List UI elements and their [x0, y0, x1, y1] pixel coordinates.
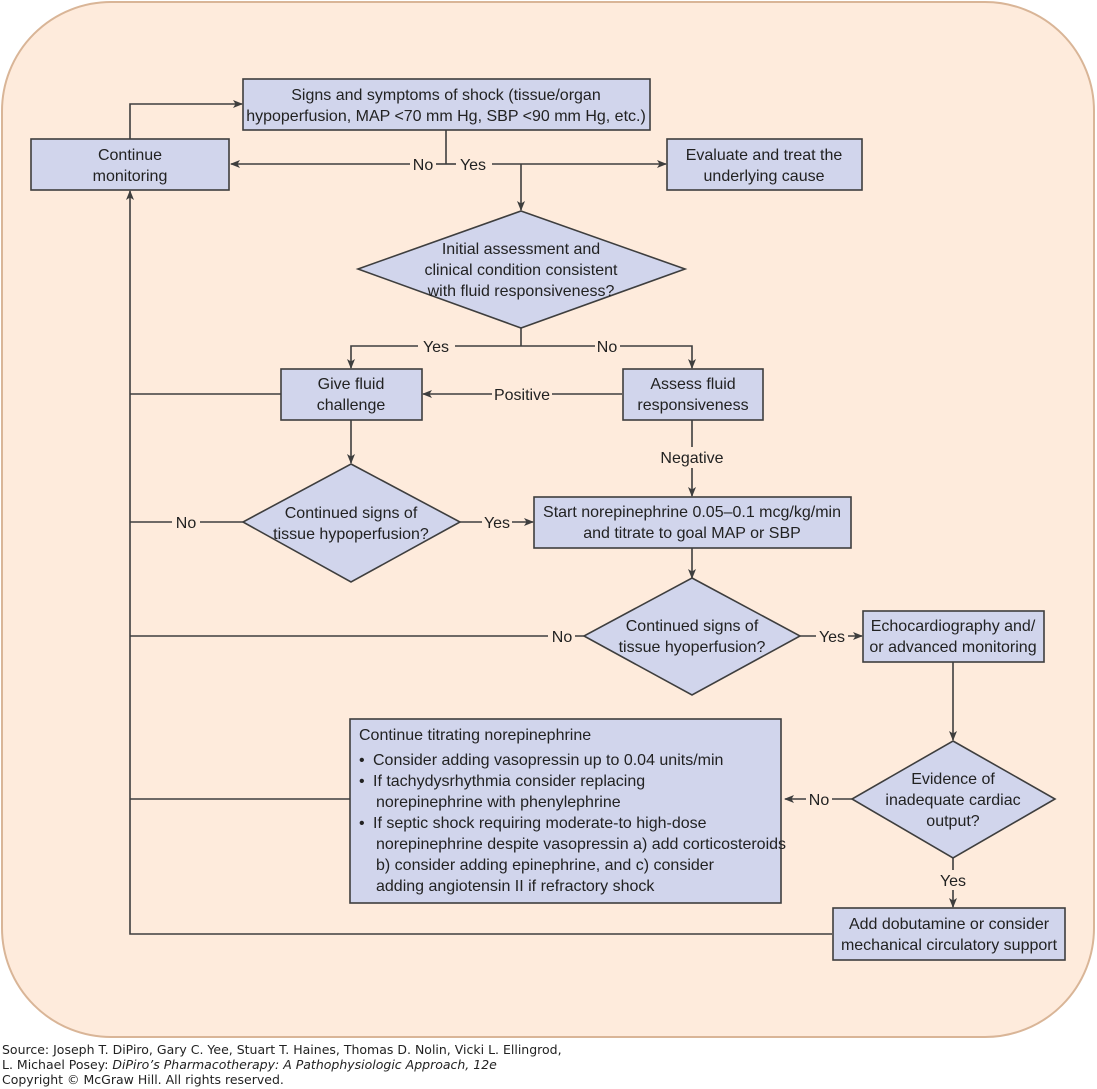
- edge-monitor-to-signs: [129, 100, 243, 139]
- edge-labels: No Yes Yes No Positive Negative No Yes N…: [176, 157, 966, 890]
- node-initial-line-2: clinical condition consistent: [425, 262, 619, 279]
- node-assess-fluid-responsiveness: Assess fluid responsiveness: [622, 368, 764, 421]
- shock-management-flowchart: Signs and symptoms of shock (tissue/orga…: [30, 78, 1066, 961]
- node-assess-line-1: Assess fluid: [650, 376, 735, 393]
- node-dobutamine-line-1: Add dobutamine or consider: [849, 916, 1050, 933]
- node-continued-signs-2: Continued signs of tissue hyoperfusion?: [582, 577, 802, 696]
- titrate-bullet-3-line-4: adding angiotensin II if refractory shoc…: [376, 878, 655, 895]
- node-evaluate-cause: Evaluate and treat the underlying cause: [666, 138, 863, 191]
- node-signs-line-1: Signs and symptoms of shock (tissue/orga…: [291, 87, 600, 104]
- label-cont1-no: No: [176, 515, 197, 532]
- titrate-title: Continue titrating norepinephrine: [359, 727, 591, 744]
- node-start-norepinephrine: Start norepinephrine 0.05–0.1 mcg/kg/min…: [533, 496, 852, 549]
- caption-source-line: Source: Joseph T. DiPiro, Gary C. Yee, S…: [2, 1042, 562, 1057]
- label-signs-no: No: [413, 157, 434, 174]
- label-initial-yes: Yes: [423, 339, 449, 356]
- titrate-bullet-3-dot: •: [359, 815, 365, 832]
- node-assess-line-2: responsiveness: [637, 397, 748, 414]
- label-initial-no: No: [597, 339, 618, 356]
- node-cardiac-line-3: output?: [926, 813, 979, 830]
- node-dobutamine-line-2: mechanical circulatory support: [841, 937, 1058, 954]
- label-cont1-yes: Yes: [484, 515, 510, 532]
- titrate-bullet-3-line-2: norepinephrine despite vasopressin a) ad…: [376, 836, 786, 853]
- node-initial-assessment: Initial assessment and clinical conditio…: [355, 210, 688, 329]
- titrate-bullet-3-line-3: b) consider adding epinephrine, and c) c…: [376, 857, 715, 874]
- node-echo-line-1: Echocardiography and/: [871, 618, 1036, 635]
- node-signs-of-shock: Signs and symptoms of shock (tissue/orga…: [242, 78, 651, 131]
- label-negative: Negative: [660, 450, 723, 467]
- caption-book-line: L. Michael Posey: DiPiro’s Pharmacothera…: [2, 1057, 562, 1072]
- node-fluid-line-1: Give fluid: [318, 376, 385, 393]
- node-add-dobutamine: Add dobutamine or consider mechanical ci…: [832, 907, 1066, 961]
- node-initial-line-1: Initial assessment and: [442, 241, 600, 258]
- node-continue-monitoring: Continue monitoring: [30, 138, 230, 191]
- node-initial-line-3: with fluid responsiveness?: [427, 283, 615, 300]
- node-continue-titrating: Continue titrating norepinephrine • Cons…: [349, 718, 786, 904]
- node-cardiac-line-1: Evidence of: [911, 771, 995, 788]
- label-cont2-no: No: [552, 629, 573, 646]
- label-cardiac-yes: Yes: [940, 873, 966, 890]
- label-signs-yes: Yes: [460, 157, 486, 174]
- edge-initial-yes: [351, 345, 521, 368]
- node-cont1-line-1: Continued signs of: [285, 505, 418, 522]
- node-echo-line-2: or advanced monitoring: [869, 639, 1036, 656]
- titrate-bullet-3-line-1: If septic shock requiring moderate-to hi…: [373, 815, 707, 832]
- edge-dobutamine-to-monitor: [126, 190, 832, 935]
- node-monitor-line-2: monitoring: [93, 168, 168, 185]
- caption-copyright: Copyright © McGraw Hill. All rights rese…: [2, 1072, 284, 1087]
- node-echocardiography: Echocardiography and/ or advanced monito…: [862, 610, 1045, 663]
- label-positive: Positive: [494, 387, 550, 404]
- titrate-bullet-2-line-1: If tachydysrhythmia consider replacing: [373, 773, 645, 790]
- node-evaluate-line-1: Evaluate and treat the: [686, 147, 843, 164]
- node-cont1-line-2: tissue hypoperfusion?: [273, 526, 429, 543]
- titrate-bullet-2-line-2: norepinephrine with phenylephrine: [376, 794, 621, 811]
- node-cardiac-line-2: inadequate cardiac: [885, 792, 1020, 809]
- titrate-bullet-1-line-1: Consider adding vasopressin up to 0.04 u…: [373, 752, 723, 769]
- label-cardiac-no: No: [809, 792, 830, 809]
- node-signs-line-2: hypoperfusion, MAP <70 mm Hg, SBP <90 mm…: [246, 108, 646, 125]
- edge-initial-no: [521, 345, 692, 368]
- node-cont2-line-2: tissue hyoperfusion?: [619, 639, 766, 656]
- node-give-fluid-challenge: Give fluid challenge: [280, 368, 423, 421]
- node-evaluate-line-2: underlying cause: [704, 168, 825, 185]
- label-cont2-yes: Yes: [819, 629, 845, 646]
- source-caption: Source: Joseph T. DiPiro, Gary C. Yee, S…: [2, 1042, 562, 1087]
- titrate-bullet-2-dot: •: [359, 773, 365, 790]
- titrate-bullet-1-dot: •: [359, 752, 365, 769]
- node-evidence-cardiac-output: Evidence of inadequate cardiac output?: [850, 740, 1057, 859]
- caption-book-title: DiPiro’s Pharmacotherapy: A Pathophysiol…: [112, 1057, 497, 1072]
- node-monitor-line-1: Continue: [98, 147, 162, 164]
- node-continued-signs-1: Continued signs of tissue hypoperfusion?: [241, 463, 462, 583]
- caption-authors: L. Michael Posey:: [2, 1057, 113, 1072]
- node-norepi-line-1: Start norepinephrine 0.05–0.1 mcg/kg/min: [543, 504, 841, 521]
- node-fluid-line-2: challenge: [317, 397, 386, 414]
- node-norepi-line-2: and titrate to goal MAP or SBP: [583, 525, 801, 542]
- node-cont2-line-1: Continued signs of: [626, 618, 759, 635]
- edges: [126, 100, 953, 935]
